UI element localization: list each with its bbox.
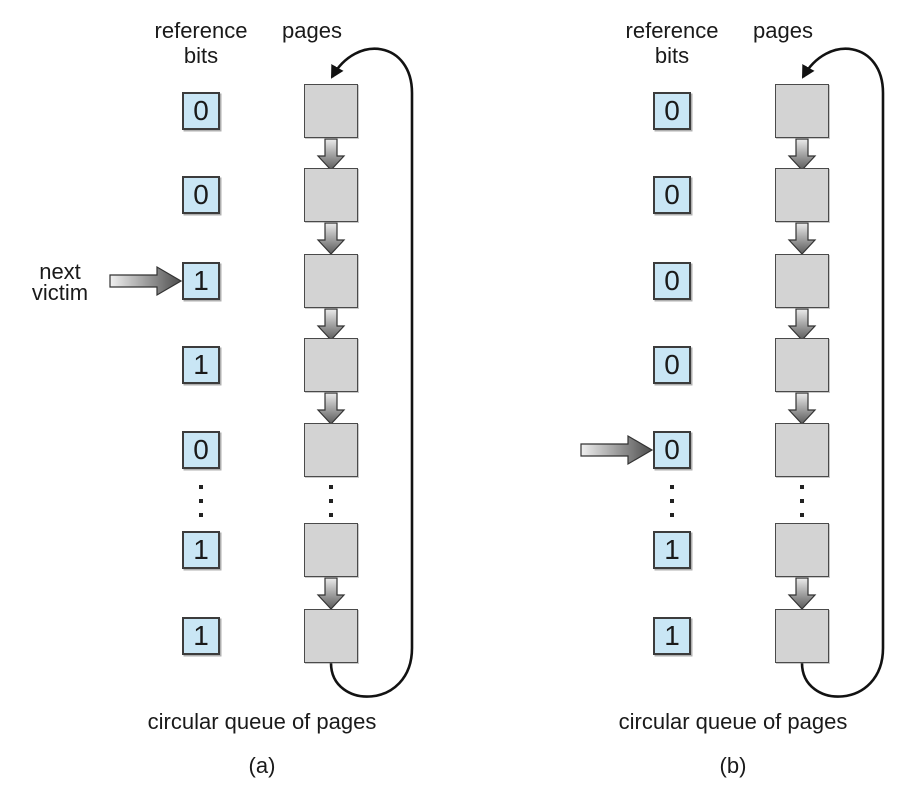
- reference-bits-header-line1: reference: [625, 18, 719, 43]
- diagram-label: (a): [248, 753, 276, 778]
- page-link-arrow: [316, 308, 346, 341]
- reference-bit-box: 0: [182, 431, 220, 469]
- reference-bit-box: 0: [653, 92, 691, 130]
- pages-header: pages: [282, 18, 342, 43]
- victim-pointer-arrow: [109, 265, 183, 297]
- reference-bit-box: 0: [182, 176, 220, 214]
- diagram-a-graphics: [109, 47, 414, 698]
- ellipsis-dots-bits: [670, 485, 674, 527]
- page-box: [304, 609, 358, 663]
- next-victim-label-line2: victim: [31, 280, 89, 305]
- ellipsis-dots-bits: [199, 485, 203, 527]
- page-link-arrow: [316, 138, 346, 171]
- page-box: [775, 168, 829, 222]
- page-box: [775, 254, 829, 308]
- page-link-arrow: [787, 138, 817, 171]
- diagram-caption: circular queue of pages: [147, 709, 377, 734]
- diagram-a: reference bits pages next victim 0 0 1 1…: [31, 18, 414, 778]
- next-victim-label: next victim: [31, 259, 89, 305]
- diagram-label: (b): [719, 753, 747, 778]
- page-link-arrow: [316, 392, 346, 425]
- ellipsis-dots-pages: [800, 485, 804, 527]
- victim-pointer-arrow: [580, 434, 654, 466]
- page-box: [304, 254, 358, 308]
- reference-bit-box: 1: [182, 262, 220, 300]
- reference-bit-box: 1: [182, 531, 220, 569]
- page-box: [304, 338, 358, 392]
- reference-bit-box: 0: [653, 346, 691, 384]
- reference-bit-box: 0: [182, 92, 220, 130]
- page-box: [304, 523, 358, 577]
- reference-bit-box: 1: [653, 617, 691, 655]
- page-box: [304, 84, 358, 138]
- page-link-arrow: [787, 308, 817, 341]
- page-link-arrow: [787, 222, 817, 255]
- page-box: [775, 523, 829, 577]
- page-link-arrow: [787, 392, 817, 425]
- reference-bits-header-line2: bits: [183, 43, 219, 68]
- page-link-arrow: [316, 222, 346, 255]
- reference-bit-box: 0: [653, 262, 691, 300]
- page-box: [775, 609, 829, 663]
- pages-header: pages: [753, 18, 813, 43]
- diagram-caption: circular queue of pages: [618, 709, 848, 734]
- reference-bits-header: reference bits: [626, 18, 719, 68]
- page-box: [304, 423, 358, 477]
- ellipsis-dots-pages: [329, 485, 333, 527]
- diagram-b: reference bits pages 0 0 0 0 0 1 1 circu…: [471, 0, 913, 796]
- reference-bits-header-line2: bits: [654, 43, 690, 68]
- page-box: [304, 168, 358, 222]
- reference-bits-header-line1: reference: [154, 18, 248, 43]
- page-link-arrow: [787, 577, 817, 610]
- reference-bit-box: 0: [653, 431, 691, 469]
- diagram-b-graphics: [580, 47, 885, 698]
- page-box: [775, 423, 829, 477]
- page-box: [775, 338, 829, 392]
- reference-bits-header: reference bits: [155, 18, 248, 68]
- reference-bit-box: 1: [653, 531, 691, 569]
- next-victim-label-line1: next: [39, 259, 81, 284]
- page-box: [775, 84, 829, 138]
- reference-bit-box: 0: [653, 176, 691, 214]
- reference-bit-box: 1: [182, 346, 220, 384]
- reference-bit-box: 1: [182, 617, 220, 655]
- page-link-arrow: [316, 577, 346, 610]
